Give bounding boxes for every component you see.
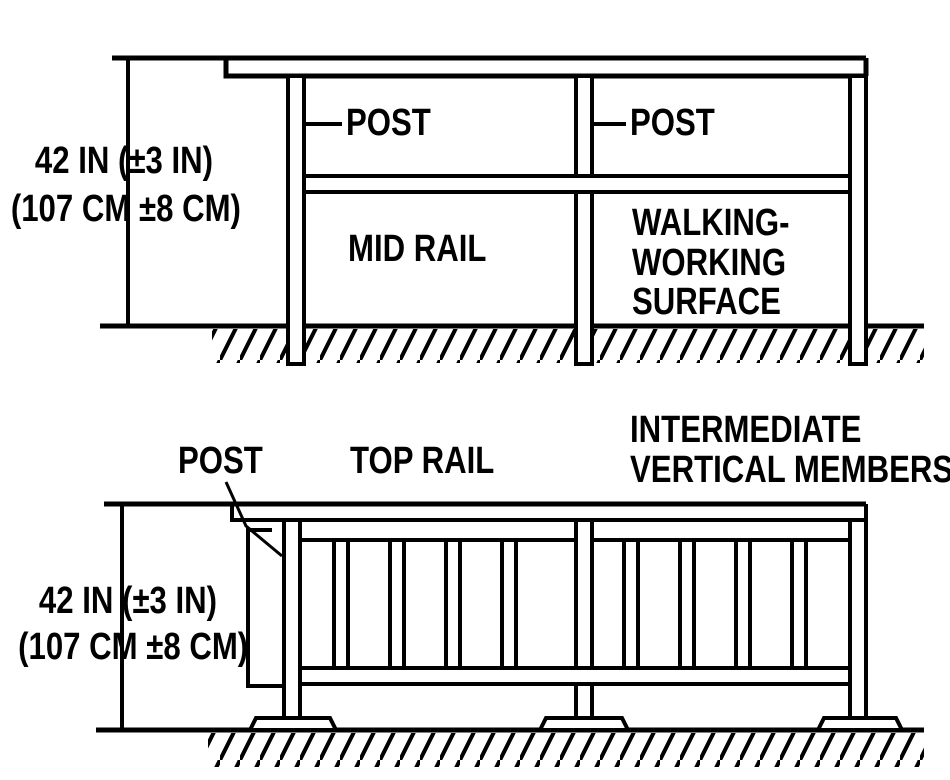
top-height-label: 42 IN (±3 IN) (107 CM ±8 CM)	[10, 140, 241, 230]
bottom-height-label-metric: (107 CM ±8 CM)	[18, 626, 249, 668]
bottom-base-plate-left	[246, 716, 340, 732]
bottom-base-plate-middle	[536, 716, 632, 732]
bottom-ground-hatching	[208, 733, 924, 767]
bottom-members-label: INTERMEDIATE VERTICAL MEMBERS	[630, 410, 950, 491]
bottom-members-label-line2: VERTICAL MEMBERS	[630, 449, 950, 492]
bottom-post-leader	[224, 481, 283, 558]
top-surface-label-line3: SURFACE	[632, 281, 781, 324]
top-post-middle	[574, 74, 594, 366]
top-post-label-1: POST	[346, 102, 431, 144]
bottom-post-right	[848, 518, 868, 722]
top-surface-label-line1: WALKING-	[632, 202, 790, 244]
bottom-height-label-imperial: 42 IN (±3 IN)	[38, 580, 218, 622]
top-mid-rail-label: MID RAIL	[348, 228, 487, 270]
top-guardrail-figure	[100, 55, 924, 366]
top-height-label-imperial: 42 IN (±3 IN)	[34, 140, 214, 182]
bottom-post-left	[282, 518, 302, 722]
bottom-post-middle	[574, 518, 594, 722]
top-top-rail	[112, 55, 866, 79]
bottom-guardrail-figure	[96, 481, 924, 767]
bottom-top-rail-label: TOP RAIL	[350, 440, 495, 482]
bottom-height-label: 42 IN (±3 IN) (107 CM ±8 CM)	[18, 580, 249, 668]
top-post-left	[286, 74, 306, 366]
top-surface-label-line2: WORKING	[632, 241, 787, 284]
bottom-post-label: POST	[178, 440, 263, 482]
bottom-vertical-members-left	[332, 538, 518, 670]
bottom-vertical-members-right	[622, 538, 808, 670]
top-surface-label: WALKING- WORKING SURFACE	[632, 202, 790, 324]
top-mid-rail	[302, 174, 852, 194]
bottom-base-plate-right	[814, 716, 906, 732]
top-post-label-2: POST	[630, 102, 715, 144]
bottom-left-bracket	[246, 528, 282, 688]
top-height-label-metric: (107 CM ±8 CM)	[10, 188, 241, 230]
top-post-right	[848, 74, 868, 366]
bottom-lower-rail	[298, 666, 852, 686]
bottom-members-label-line1: INTERMEDIATE	[630, 409, 862, 451]
top-ground-hatching	[212, 329, 924, 363]
